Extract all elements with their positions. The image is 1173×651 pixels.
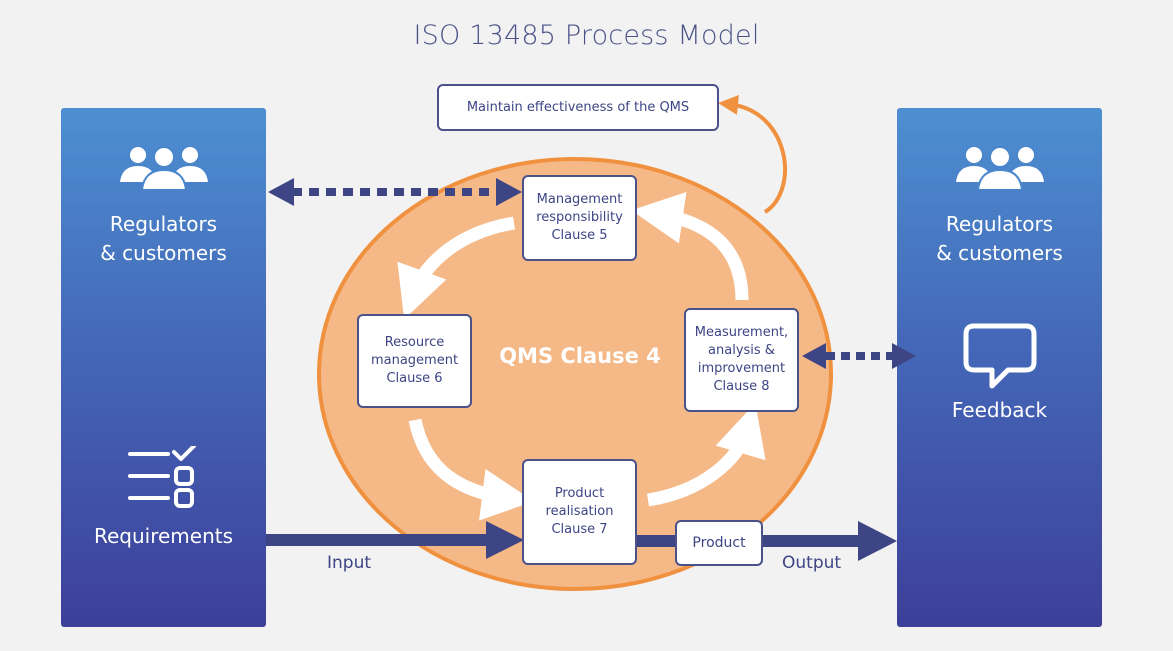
cycle-arrow-measure-to-mgmt [631, 192, 749, 301]
measurement-analysis-box: Measurement, analysis & improvement Clau… [684, 308, 799, 412]
checklist-icon [61, 444, 266, 512]
dotted-arrowhead-right [496, 178, 522, 206]
output-arrowhead [858, 521, 897, 561]
management-responsibility-box: Management responsibility Clause 5 [522, 175, 637, 261]
left-panel-regulators: Regulators & customers Requirements [61, 108, 266, 627]
speech-bubble-icon [897, 322, 1102, 396]
right-regulators-label: Regulators & customers [936, 212, 1063, 265]
people-group-icon [897, 146, 1102, 194]
requirements-label: Requirements [93, 524, 234, 548]
page-title: ISO 13485 Process Model [413, 20, 760, 51]
resource-management-box: Resource management Clause 6 [357, 314, 472, 408]
people-group-icon [61, 146, 266, 194]
maintain-arrow [718, 95, 787, 214]
maintain-effectiveness-box: Maintain effectiveness of the QMS [437, 84, 719, 131]
feedback-arrowhead-right [892, 343, 916, 369]
input-arrow-shaft [266, 534, 486, 546]
output-label: Output [782, 553, 842, 573]
dotted-arrowhead-left [268, 178, 294, 206]
feedback-arrowhead-left [802, 343, 826, 369]
left-regulators-label: Regulators & customers [100, 212, 227, 265]
cycle-arrow-mgmt-to-resource [397, 216, 516, 320]
input-arrowhead [486, 521, 524, 559]
qms-clause-label: QMS Clause 4 [499, 344, 661, 368]
product-realisation-box: Product realisation Clause 7 [522, 459, 637, 565]
cycle-arrow-product-to-measure [646, 403, 766, 507]
input-label: Input [327, 553, 372, 573]
right-panel-regulators: Regulators & customers Feedback [897, 108, 1102, 627]
cycle-arrow-resource-to-product [408, 418, 534, 521]
product-box: Product [675, 520, 763, 566]
feedback-label: Feedback [951, 398, 1048, 422]
